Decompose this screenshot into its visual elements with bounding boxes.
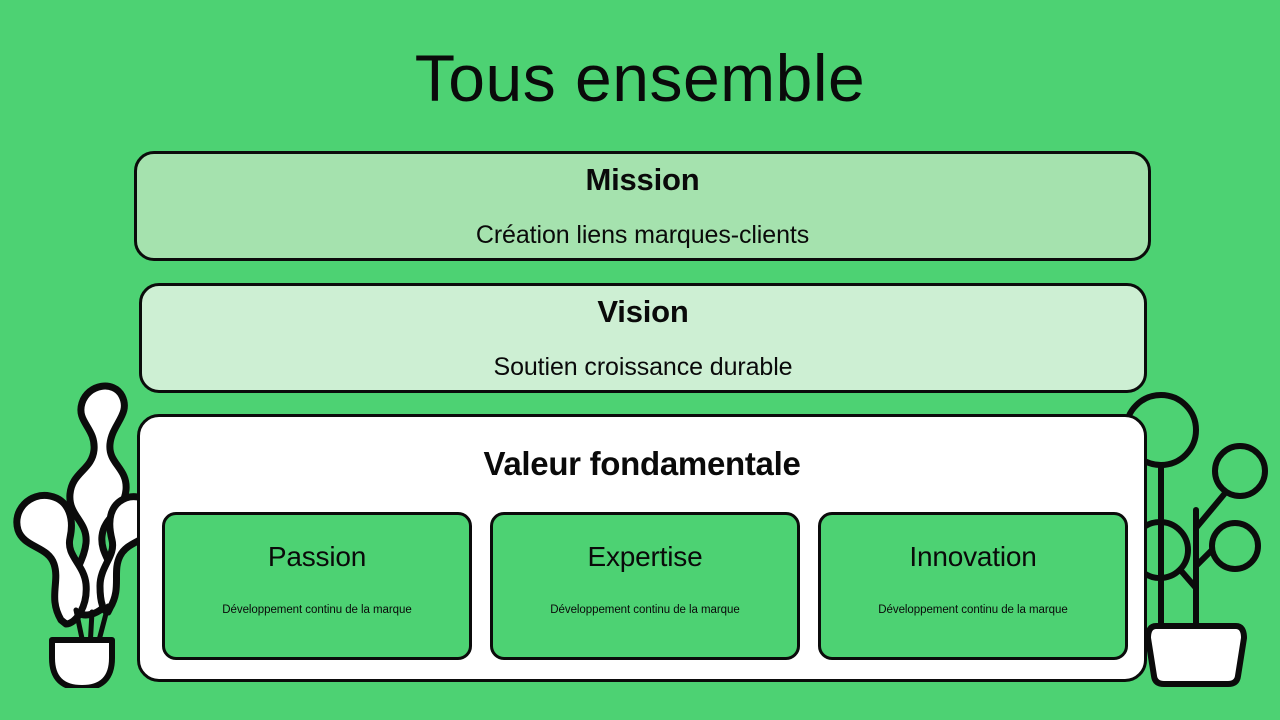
value-card-innovation-title: Innovation	[909, 541, 1037, 572]
value-card-passion-title: Passion	[267, 541, 367, 572]
page-title: Tous ensemble	[414, 41, 866, 115]
value-card-passion-description: Développement continu de la marque	[222, 604, 412, 616]
core-values-row: Passion Développement continu de la marq…	[162, 512, 1128, 660]
core-values-panel: Valeur fondamentale Passion Développemen…	[137, 414, 1147, 682]
value-card-innovation[interactable]: Innovation Développement continu de la m…	[818, 512, 1128, 660]
mission-title: Mission	[585, 162, 700, 197]
core-values-title: Valeur fondamentale	[483, 445, 801, 482]
value-card-innovation-description: Développement continu de la marque	[878, 604, 1068, 616]
vision-band: Vision Soutien croissance durable	[139, 283, 1147, 393]
value-card-expertise-title: Expertise	[587, 541, 703, 572]
right-plant-pot	[1145, 623, 1247, 687]
vision-subtitle: Soutien croissance durable	[493, 353, 793, 381]
left-plant-vase	[49, 637, 115, 688]
value-card-passion[interactable]: Passion Développement continu de la marq…	[162, 512, 472, 660]
mission-subtitle: Création liens marques-clients	[475, 221, 810, 249]
value-card-expertise-description: Développement continu de la marque	[550, 604, 740, 616]
mission-band: Mission Création liens marques-clients	[134, 151, 1151, 261]
leaf-circle-4	[1209, 520, 1261, 572]
leaf-circle-2	[1212, 443, 1268, 499]
vision-title: Vision	[597, 294, 689, 329]
value-card-expertise[interactable]: Expertise Développement continu de la ma…	[490, 512, 800, 660]
